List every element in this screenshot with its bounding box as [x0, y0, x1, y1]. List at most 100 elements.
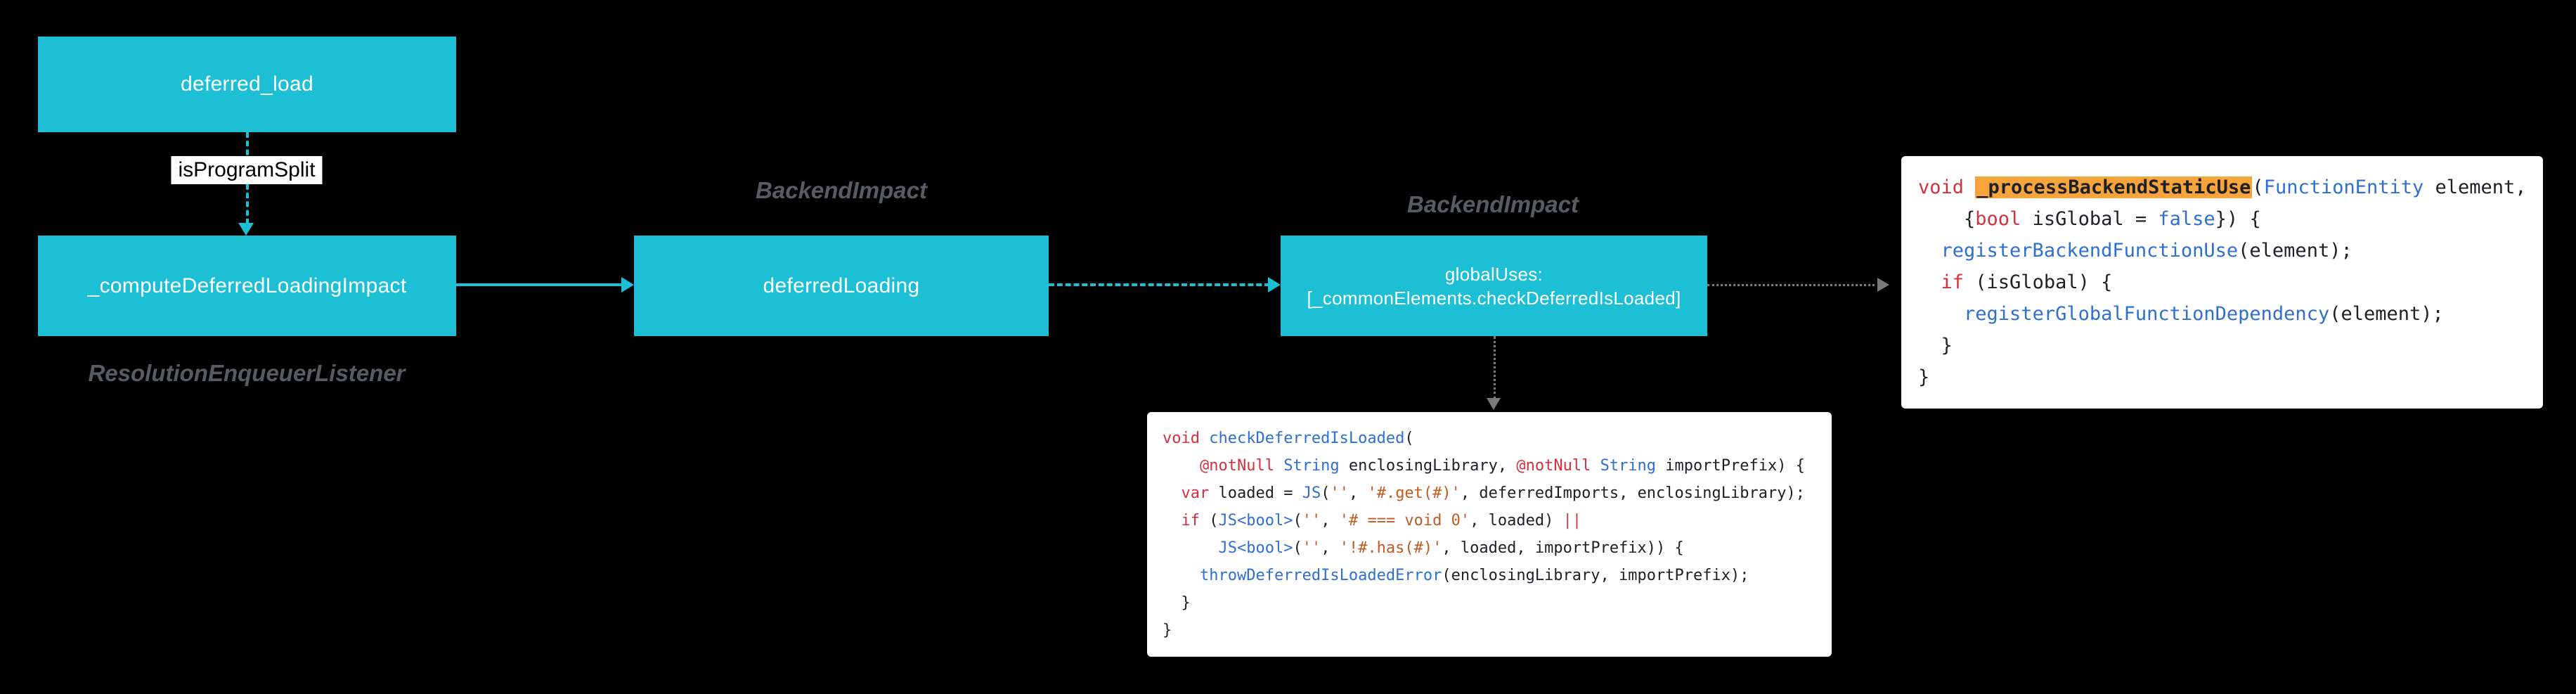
code-token-pl: }	[1163, 594, 1191, 612]
code-line: registerBackendFunctionUse(element);	[1918, 235, 2526, 266]
node-label: _computeDeferredLoadingImpact	[87, 274, 407, 297]
arrow-compute-to-deferred-loading-line	[456, 283, 623, 286]
code-token-kw: ||	[1562, 512, 1582, 529]
code-token-pl: (	[1321, 484, 1331, 502]
code-token-str: ''	[1330, 484, 1349, 502]
code-token-str: '#.get(#)'	[1367, 484, 1461, 502]
code-line: void checkDeferredIsLoaded(	[1163, 425, 1816, 452]
code-token-kw: if	[1181, 512, 1200, 529]
code-line: registerGlobalFunctionDependency(element…	[1918, 298, 2526, 330]
code-line: }	[1163, 589, 1816, 617]
code-token-pl: }	[1918, 366, 1930, 388]
code-token-pl	[1163, 512, 1182, 529]
code-token-fn: JS<bool>	[1218, 539, 1293, 557]
code-token-pl: ,	[1321, 512, 1340, 529]
code-line: }	[1918, 330, 2526, 361]
code-token-pl: element,	[2423, 176, 2527, 198]
code-token-kw: if	[1941, 271, 1965, 293]
code-token-kw: var	[1181, 484, 1210, 502]
code-token-kw: void	[1163, 430, 1210, 447]
code-line: if (isGlobal) {	[1918, 266, 2526, 298]
node-label-line1: globalUses:	[1444, 263, 1543, 285]
arrow-global-uses-to-code-panel-2-head	[1487, 398, 1501, 410]
code-token-pl: (	[1293, 539, 1302, 557]
code-token-pl	[1163, 567, 1200, 584]
code-token-pl: , loaded)	[1470, 512, 1563, 529]
code-token-pl	[1918, 271, 1941, 293]
arrow-deferred-loading-to-global-uses-line	[1049, 283, 1270, 286]
code-token-type: false	[2158, 208, 2215, 230]
code-token-kw: bool	[1975, 208, 2021, 230]
code-token-pl: (	[2252, 176, 2264, 198]
code-token-pl: (	[1404, 430, 1414, 447]
code-token-type: String	[1283, 457, 1340, 475]
code-token-fn: registerBackendFunctionUse	[1941, 240, 2239, 262]
edge-label-is-program-split: isProgramSplit	[171, 156, 323, 184]
code-token-pl: (	[1200, 512, 1219, 529]
arrow-deferred-load-to-compute-head	[238, 223, 254, 236]
code-token-pl	[1918, 240, 1941, 262]
code-token-pl: , loaded, importPrefix)) {	[1442, 539, 1684, 557]
code-line: }	[1163, 617, 1816, 644]
node-label: deferred_load	[180, 72, 314, 96]
code-token-pl	[1591, 457, 1600, 475]
code-token-fn: JS	[1302, 484, 1321, 502]
code-token-str: ''	[1302, 512, 1321, 529]
code-token-pl	[1918, 303, 1964, 325]
code-token-fn: checkDeferredIsLoaded	[1209, 430, 1405, 447]
node-deferred-load: deferred_load	[38, 37, 456, 132]
code-line: void _processBackendStaticUse(FunctionEn…	[1918, 172, 2527, 203]
code-panel-check-deferred-is-loaded: void checkDeferredIsLoaded( @notNull Str…	[1147, 412, 1832, 657]
arrow-compute-to-deferred-loading-head	[621, 277, 634, 293]
code-token-pl: importPrefix) {	[1656, 457, 1805, 475]
code-line: JS<bool>('', '!#.has(#)', loaded, import…	[1163, 534, 1816, 562]
code-token-pl: ,	[1348, 484, 1368, 502]
code-token-pl	[1163, 539, 1218, 557]
code-line: @notNull String enclosingLibrary, @notNu…	[1163, 452, 1816, 480]
code-line: if (JS<bool>('', '# === void 0', loaded)…	[1163, 507, 1816, 534]
code-token-pl: enclosingLibrary,	[1339, 457, 1517, 475]
node-label-line2: [_commonElements.checkDeferredIsLoaded]	[1307, 287, 1681, 309]
code-token-kw: void	[1918, 176, 1976, 198]
node-compute-deferred-loading-impact: _computeDeferredLoadingImpact	[38, 236, 456, 336]
code-token-pl	[1274, 457, 1283, 475]
code-token-str: ''	[1302, 539, 1321, 557]
code-line: throwDeferredIsLoadedError(enclosingLibr…	[1163, 562, 1816, 589]
node-deferred-loading: deferredLoading	[634, 236, 1049, 336]
code-token-kw: @notNull	[1199, 457, 1274, 475]
code-token-pl	[1163, 484, 1182, 502]
code-panel-process-backend-static-use: void _processBackendStaticUse(FunctionEn…	[1901, 156, 2543, 409]
code-token-pl	[1163, 457, 1200, 475]
code-token-pl: (	[1293, 512, 1302, 529]
code-token-hl: _processBackendStaticUse	[1975, 176, 2253, 198]
annotation-resolution-enqueuer-listener: ResolutionEnqueuerListener	[88, 360, 406, 386]
arrow-global-uses-to-code-panel-1-head	[1877, 278, 1889, 292]
code-token-pl: }	[1918, 335, 1953, 356]
code-token-type: String	[1600, 457, 1657, 475]
node-label: deferredLoading	[763, 274, 920, 297]
code-token-str: '# === void 0'	[1339, 512, 1470, 529]
annotation-backend-impact-2: BackendImpact	[1407, 191, 1579, 217]
code-token-pl: }) {	[2215, 208, 2261, 230]
node-global-uses: globalUses: [_commonElements.checkDeferr…	[1281, 236, 1707, 336]
code-token-pl: ,	[1321, 539, 1340, 557]
arrow-deferred-loading-to-global-uses-head	[1268, 277, 1281, 293]
code-token-str: '!#.has(#)'	[1339, 539, 1442, 557]
code-token-pl: isGlobal =	[2021, 208, 2158, 230]
code-token-pl: , deferredImports, enclosingLibrary);	[1460, 484, 1805, 502]
code-token-fn: JS<bool>	[1218, 512, 1293, 529]
code-token-pl: }	[1163, 622, 1172, 639]
arrow-global-uses-to-code-panel-1-line	[1707, 284, 1879, 286]
code-token-pl: (isGlobal) {	[1964, 271, 2113, 293]
code-line: var loaded = JS('', '#.get(#)', deferred…	[1163, 480, 1816, 507]
code-token-kw: @notNull	[1516, 457, 1591, 475]
code-token-type: FunctionEntity	[2263, 176, 2424, 198]
code-token-pl: (element);	[2238, 240, 2352, 262]
code-token-pl: (element);	[2329, 303, 2444, 325]
annotation-backend-impact-1: BackendImpact	[756, 177, 927, 203]
code-line: }	[1918, 361, 2526, 393]
code-line: {bool isGlobal = false}) {	[1918, 203, 2526, 235]
code-token-pl: loaded =	[1209, 484, 1302, 502]
code-token-fn: throwDeferredIsLoadedError	[1199, 567, 1442, 584]
